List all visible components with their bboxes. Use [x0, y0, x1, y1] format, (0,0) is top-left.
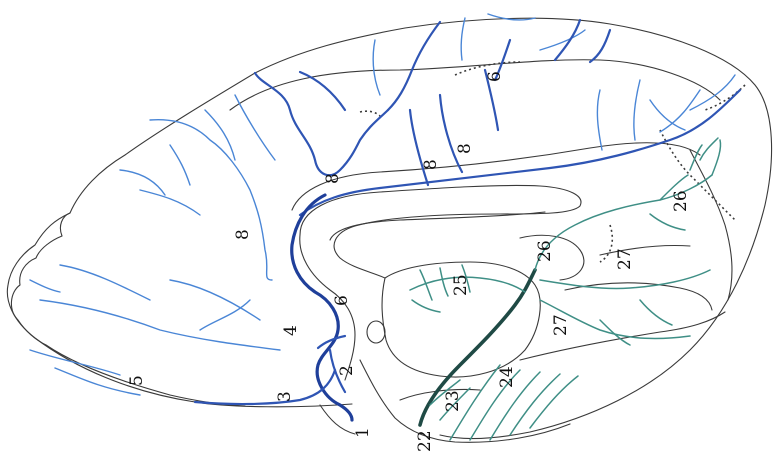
vein-light — [30, 280, 60, 292]
vein-8-upper — [388, 22, 440, 110]
vein-teal — [712, 140, 721, 175]
vein-light — [660, 90, 700, 132]
label-27-lower: 27 — [551, 314, 571, 336]
vein-8-vertical-1 — [410, 110, 428, 185]
brain-outlines — [7, 18, 771, 442]
label-26-lower: 26 — [535, 240, 555, 262]
hemisphere-outline — [7, 18, 771, 438]
vein-light — [60, 265, 150, 300]
vein-labels: 1 2 3 4 5 6 6 8 8 8 8 22 23 24 25 26 26 … — [127, 71, 691, 452]
vein-light — [634, 80, 640, 140]
vein-teal — [440, 268, 448, 296]
bottom-notch-outline — [320, 405, 355, 434]
label-5: 5 — [127, 375, 147, 386]
vein-branch-3 — [195, 370, 335, 404]
label-2: 2 — [337, 365, 357, 376]
dotted-sulcus-5 — [360, 111, 380, 116]
label-8-right: 8 — [455, 143, 475, 154]
calcarine-outline — [600, 245, 690, 255]
label-26-upper: 26 — [671, 190, 691, 212]
vein-light — [30, 350, 120, 375]
label-24: 24 — [497, 366, 517, 388]
vein-teal — [650, 214, 685, 230]
corpus-callosum-inner — [330, 212, 545, 240]
label-22: 22 — [415, 430, 435, 452]
vein-teal — [412, 300, 440, 312]
label-8-center: 8 — [323, 173, 343, 184]
vein-light — [170, 280, 260, 320]
vein-light — [235, 95, 275, 160]
vein-teal — [640, 300, 672, 325]
vein-basal-dark — [420, 270, 535, 425]
vein-light — [690, 75, 735, 110]
septum-outline — [300, 235, 355, 380]
anterior-commissure-outline — [367, 321, 385, 343]
label-8-mid: 8 — [421, 159, 441, 170]
vein-8-upper-2 — [300, 72, 345, 110]
corpus-callosum-outline — [300, 185, 581, 278]
vein-teal — [700, 138, 718, 160]
label-27-upper: 27 — [615, 248, 635, 270]
vein-light — [140, 190, 200, 215]
vein-light — [597, 90, 602, 150]
label-25: 25 — [451, 274, 471, 296]
vein-light — [373, 40, 380, 95]
vein-8-vertical-6 — [590, 30, 610, 62]
vein-light — [205, 110, 235, 160]
vein-teal — [690, 145, 702, 170]
vein-light — [40, 300, 280, 350]
occipital-sulcus-outline — [690, 150, 732, 300]
superficial-veins-light — [30, 14, 735, 395]
vein-light — [200, 300, 250, 330]
label-6-septal: 6 — [332, 295, 352, 306]
vein-light — [540, 30, 585, 50]
label-4: 4 — [281, 325, 301, 336]
label-3: 3 — [275, 391, 295, 402]
frontal-pole-outline — [11, 213, 70, 345]
label-23: 23 — [443, 390, 463, 412]
vein-light — [150, 120, 272, 280]
label-6-upper: 6 — [485, 71, 505, 82]
vein-light — [461, 18, 465, 60]
label-1: 1 — [353, 427, 373, 438]
vein-8-vertical-2 — [440, 95, 462, 172]
vein-light — [170, 145, 190, 185]
dotted-sulcus-4 — [600, 225, 612, 262]
label-8-left: 8 — [233, 229, 253, 240]
vein-light — [650, 100, 685, 130]
